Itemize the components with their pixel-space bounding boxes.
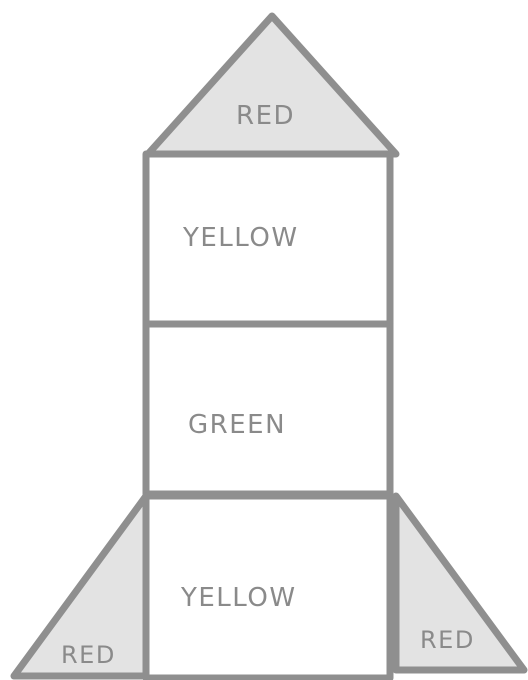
right-fin-triangle bbox=[392, 492, 528, 674]
lower-body-rectangle bbox=[142, 492, 394, 680]
middle-body-rectangle bbox=[142, 320, 394, 498]
middle-body-label: GREEN bbox=[188, 410, 286, 440]
upper-body-label: YELLOW bbox=[182, 223, 299, 253]
left-fin-label: RED bbox=[61, 641, 116, 669]
right-fin-label: RED bbox=[420, 626, 475, 654]
nose-cone-label: RED bbox=[236, 101, 295, 131]
left-fin-triangle bbox=[10, 492, 150, 680]
upper-body-rectangle bbox=[142, 150, 394, 328]
nose-cone-triangle bbox=[144, 12, 400, 158]
lower-body-label: YELLOW bbox=[180, 583, 297, 613]
